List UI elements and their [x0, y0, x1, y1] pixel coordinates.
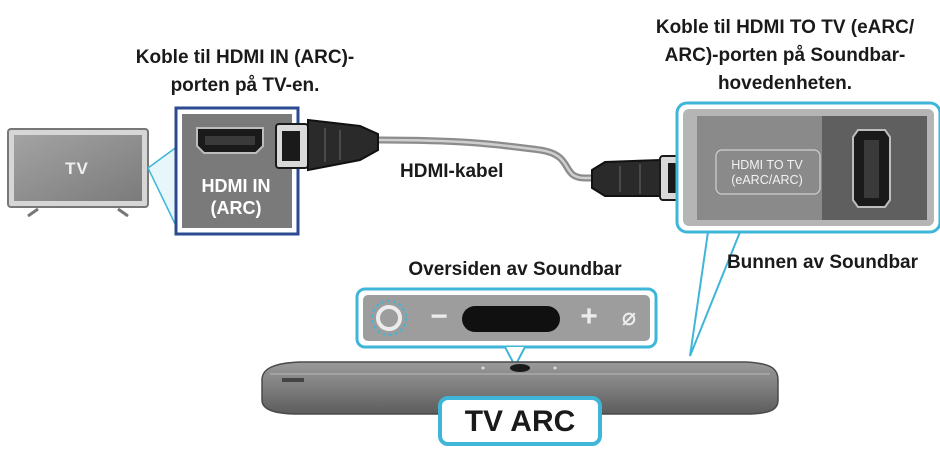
soundbar-top-label: Oversiden av Soundbar [408, 259, 622, 280]
mic-mute-icon: ⌀ [621, 304, 637, 331]
tv-callout-pointer [147, 144, 179, 231]
hdmi-to-tv-port-panel [675, 101, 940, 234]
hdmi-plug-left [275, 118, 379, 172]
volume-down-icon: − [430, 300, 448, 333]
cable-label: HDMI-kabel [400, 161, 504, 182]
volume-up-icon: + [580, 300, 598, 333]
hdmi-to-tv-label: HDMI TO TV (eARC/ARC) [731, 158, 803, 187]
tv-arc-label: TV ARC [464, 405, 576, 438]
soundbar-top-panel [355, 287, 658, 349]
tv-port-instruction: Koble til HDMI IN (ARC)- porten på TV-en… [135, 47, 355, 96]
soundbar-bottom-label: Bunnen av Soundbar [726, 252, 919, 273]
hdmi-in-label: HDMI IN (ARC) [201, 176, 271, 218]
bottom-callout-pointer [689, 231, 741, 357]
soundbar-port-instruction: Koble til HDMI TO TV (eARC/ ARC)-porten … [655, 17, 915, 94]
hdmi-cable [374, 136, 604, 182]
tv-label: TV [65, 159, 89, 178]
tv-arc-badge [438, 396, 602, 446]
soundbar-body [261, 361, 779, 415]
tv-icon [7, 128, 149, 218]
